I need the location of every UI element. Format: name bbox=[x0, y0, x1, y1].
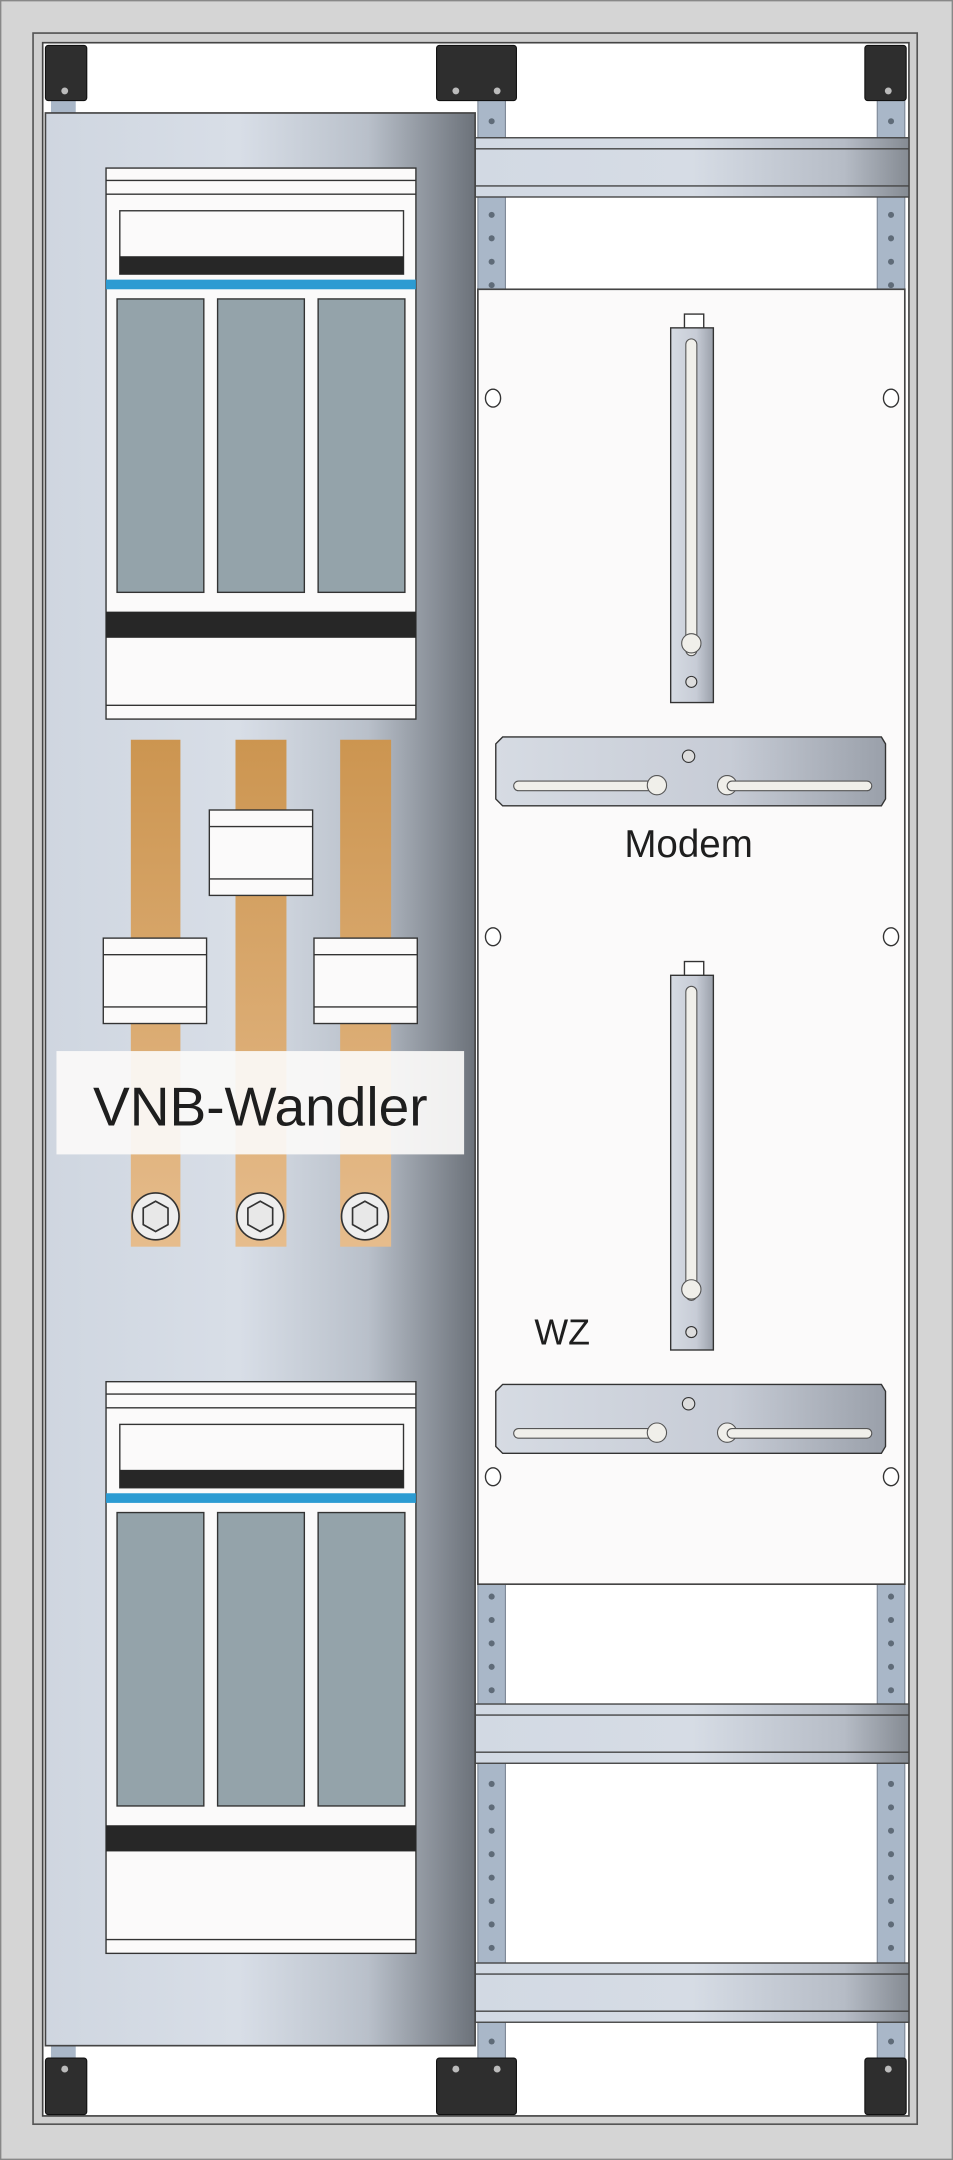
vertical-meter-bracket-lower bbox=[669, 960, 715, 1351]
screw-icon bbox=[685, 675, 698, 688]
transformer-label-box bbox=[56, 1051, 465, 1155]
rail-hole bbox=[887, 235, 895, 242]
rail-hole bbox=[488, 258, 495, 265]
rail-hole bbox=[488, 2038, 495, 2045]
rail-hole bbox=[887, 258, 895, 265]
mounting-hole bbox=[484, 388, 502, 408]
rail-hole bbox=[887, 1640, 895, 1647]
rail-hole bbox=[887, 1593, 895, 1600]
rail-hole bbox=[488, 1663, 495, 1670]
corner-bracket-bottom-right bbox=[864, 2057, 907, 2116]
rail-hole bbox=[887, 1687, 895, 1694]
fuse-switch-module-lower bbox=[105, 1380, 417, 1955]
rail-hole bbox=[488, 118, 495, 125]
rail-hole bbox=[887, 1874, 895, 1881]
modem-label: Modem bbox=[624, 823, 753, 866]
rail-hole bbox=[887, 1780, 895, 1787]
rail-hole bbox=[488, 1804, 495, 1811]
rail-hole bbox=[488, 1897, 495, 1905]
screw-icon bbox=[681, 749, 696, 764]
din-rail-bottom bbox=[474, 1962, 910, 2023]
rail-hole bbox=[887, 211, 895, 218]
rail-hole bbox=[488, 1687, 495, 1694]
rail-hole bbox=[887, 1851, 895, 1858]
corner-bracket-top-right bbox=[864, 44, 907, 102]
din-rail-middle bbox=[474, 1703, 910, 1764]
rail-hole bbox=[887, 1804, 895, 1811]
rail-hole bbox=[488, 211, 495, 218]
rail-hole bbox=[887, 1921, 895, 1928]
rail-hole bbox=[488, 1780, 495, 1787]
rail-hole bbox=[887, 1827, 895, 1834]
screw-icon bbox=[685, 1326, 698, 1339]
din-rail-top bbox=[474, 137, 910, 198]
rail-hole bbox=[887, 1897, 895, 1905]
vertical-meter-bracket-upper bbox=[669, 313, 715, 704]
meter-label: WZ bbox=[534, 1312, 590, 1352]
corner-bracket-top-left bbox=[44, 44, 88, 102]
rail-hole bbox=[488, 235, 495, 242]
rail-hole bbox=[887, 1663, 895, 1670]
rail-hole bbox=[488, 1640, 495, 1647]
mounting-hole bbox=[882, 927, 900, 947]
rail-hole bbox=[887, 282, 895, 289]
current-transformer-l1 bbox=[102, 937, 208, 1025]
fuse-switch-module-upper bbox=[105, 167, 417, 720]
horizontal-meter-bracket-lower bbox=[495, 1383, 887, 1455]
meter-mounting-panel: Modem WZ bbox=[477, 288, 906, 1586]
rail-hole bbox=[887, 1944, 895, 1951]
hex-nut-icon bbox=[236, 1192, 285, 1241]
mounting-hole bbox=[882, 1467, 900, 1487]
rail-hole bbox=[488, 1593, 495, 1600]
rail-hole bbox=[488, 1827, 495, 1834]
transformer-panel: VNB-Wandler bbox=[44, 112, 476, 2047]
rail-hole bbox=[488, 1921, 495, 1928]
rail-hole bbox=[887, 1616, 895, 1624]
rail-hole bbox=[488, 282, 495, 289]
current-transformer-l3 bbox=[313, 937, 418, 1025]
rail-hole bbox=[488, 1944, 495, 1951]
rail-hole bbox=[488, 1616, 495, 1624]
corner-bracket-top-center bbox=[436, 44, 517, 102]
mounting-hole bbox=[484, 927, 502, 947]
screw-icon bbox=[681, 1396, 696, 1411]
current-transformer-l2 bbox=[208, 809, 314, 897]
rail-hole bbox=[887, 2038, 895, 2045]
rail-hole bbox=[488, 1874, 495, 1881]
rail-hole bbox=[488, 1851, 495, 1858]
horizontal-meter-bracket-upper bbox=[495, 736, 887, 807]
transformer-label: VNB-Wandler bbox=[93, 1075, 428, 1137]
corner-bracket-bottom-center bbox=[436, 2057, 517, 2116]
corner-bracket-bottom-left bbox=[44, 2057, 88, 2116]
rail-hole bbox=[887, 118, 895, 125]
mounting-hole bbox=[882, 388, 900, 408]
hex-nut-icon bbox=[131, 1192, 180, 1241]
mounting-hole bbox=[484, 1467, 502, 1487]
hex-nut-icon bbox=[340, 1192, 390, 1241]
